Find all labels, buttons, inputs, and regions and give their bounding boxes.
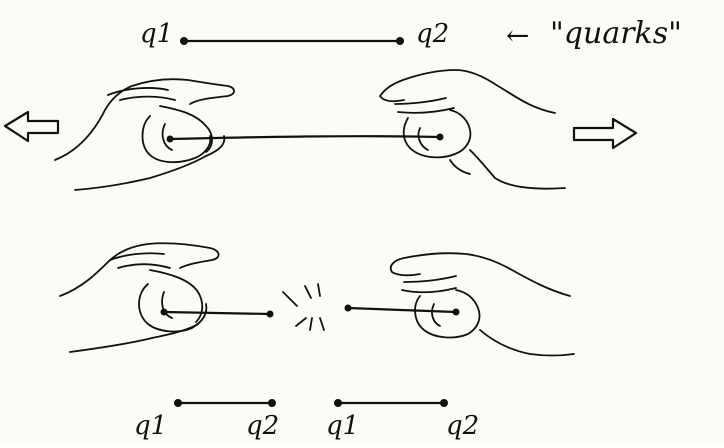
top-q2-label: q2 — [416, 19, 449, 49]
top-right-hand — [380, 70, 565, 189]
bottom-left-q1-point — [174, 399, 182, 407]
bottom-left-hand — [60, 243, 274, 352]
top-left-hand — [55, 79, 234, 190]
bottom-left-string — [164, 312, 270, 314]
quarks-annotation: ← "quarks" — [506, 16, 682, 52]
bottom-right-string — [348, 308, 456, 312]
bottom-left-quark-pair: q1 q2 — [134, 399, 279, 441]
left-pull-arrow — [5, 112, 58, 141]
string-break-marks — [283, 284, 324, 330]
bottom-right-quark-pair: q1 q2 — [326, 399, 479, 441]
top-q1-label: q1 — [140, 19, 173, 49]
annotation-arrow: ← — [506, 19, 529, 52]
bottom-left-q2-label: q2 — [246, 411, 279, 441]
bottom-right-q2-label: q2 — [446, 411, 479, 441]
top-q1-point — [180, 37, 188, 45]
top-q2-point — [396, 37, 404, 45]
annotation-text: "quarks" — [550, 16, 682, 51]
top-quark-pair: q1 q2 — [140, 19, 449, 49]
bottom-left-q2-point — [268, 399, 276, 407]
right-pull-arrow — [574, 119, 636, 148]
bottom-left-string-free-end — [267, 311, 274, 318]
bottom-right-q1-label: q1 — [326, 411, 359, 441]
bottom-left-q1-label: q1 — [134, 411, 167, 441]
bottom-right-hand-grip — [453, 309, 460, 316]
bottom-right-q1-point — [334, 399, 342, 407]
bottom-right-q2-point — [440, 399, 448, 407]
bottom-right-hand — [345, 253, 575, 355]
